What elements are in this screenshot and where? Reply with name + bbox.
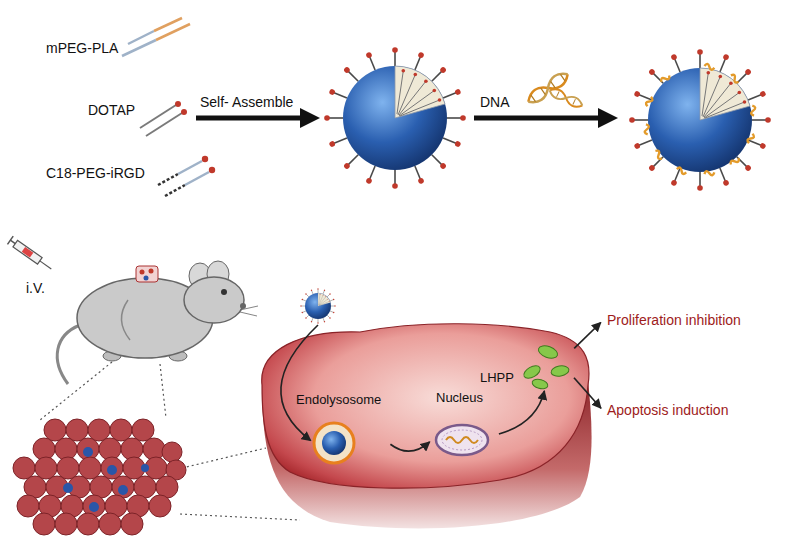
- zoom-lines: [40, 362, 300, 520]
- tumor-cluster: [13, 419, 186, 535]
- endolysosome-figure: [314, 423, 354, 463]
- dna-arrow: [474, 108, 618, 128]
- node-label-box: LHPP: [476, 338, 572, 388]
- node-label-box: Proliferation inhibition: [603, 310, 745, 331]
- node-text: Nucleus: [436, 390, 483, 406]
- syringe: [7, 236, 54, 273]
- dna-icon: [525, 69, 571, 106]
- tumor-nanoparticles: [63, 447, 149, 512]
- figure-label: Self- Assemble: [200, 94, 293, 111]
- figure-label: mPEG-PLA: [46, 40, 118, 57]
- node-text: Proliferation inhibition: [607, 312, 741, 329]
- tumor-cell: [262, 324, 592, 529]
- uptake-arrow: [281, 325, 318, 440]
- figure-label: C18-PEG-iRGD: [46, 165, 145, 182]
- node-text: Endolysosome: [296, 392, 381, 408]
- dna-icon: [548, 86, 584, 109]
- node-label-box: Apoptosis induction: [603, 400, 732, 421]
- node-text: Apoptosis induction: [607, 402, 728, 419]
- nanoparticle-small: [300, 288, 335, 323]
- mouse: [57, 261, 258, 384]
- figure-label: i.V.: [26, 280, 45, 297]
- assemble-arrow: [196, 108, 320, 128]
- lhpp-protein: [522, 343, 570, 390]
- flow-arrow: [390, 442, 429, 451]
- node-label-box: Nucleus: [432, 388, 496, 460]
- dna-loaded-nanoparticle: [629, 49, 771, 191]
- flow-arrow: [574, 378, 601, 409]
- figure-label: DNA: [480, 94, 510, 111]
- nucleus-figure: [436, 425, 488, 455]
- dotap-molecules: [140, 101, 187, 136]
- figure-label: DOTAP: [88, 102, 135, 119]
- c18-peg-irgd-molecules: [158, 156, 215, 196]
- node-text: LHPP: [480, 370, 514, 386]
- node-label-box: Endolysosome: [292, 390, 388, 465]
- flow-arrow: [574, 323, 601, 349]
- mpeg-pla-molecules: [122, 18, 190, 56]
- nanoparticle: [324, 47, 466, 189]
- flow-arrow: [499, 391, 545, 434]
